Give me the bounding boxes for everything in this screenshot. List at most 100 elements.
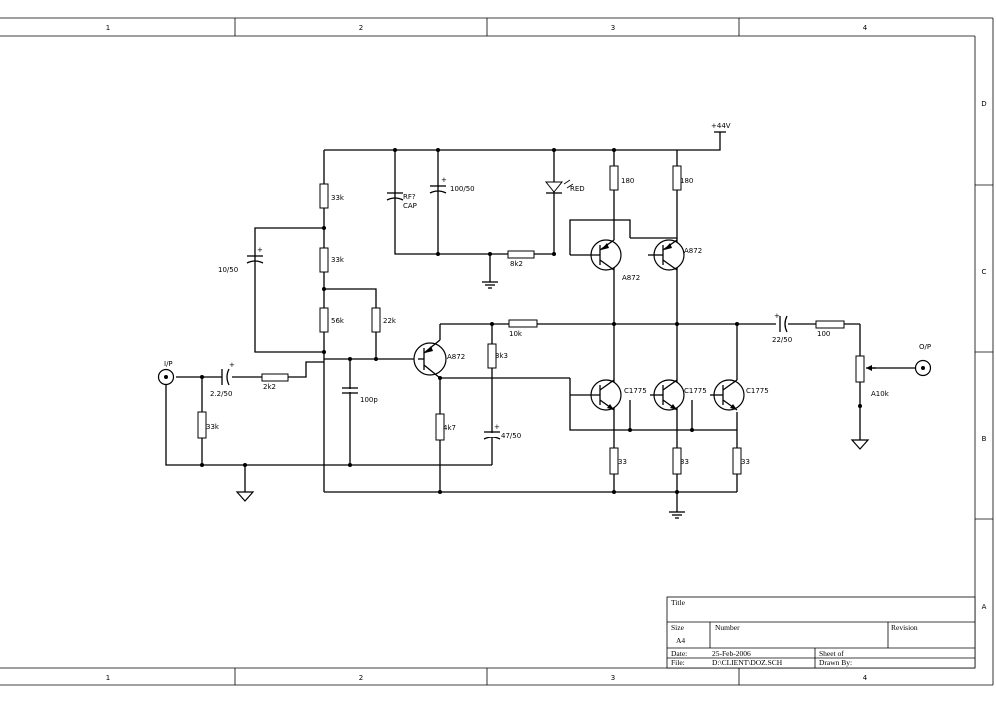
capacitor-10-50: + 10/50 xyxy=(218,246,264,274)
label-2k2: 2k2 xyxy=(263,383,276,391)
label-33k-top: 33k xyxy=(331,194,345,202)
revision-label: Revision xyxy=(891,623,918,632)
size-value: A4 xyxy=(676,636,685,645)
zone-row-b: B xyxy=(982,435,987,443)
sheet-frame xyxy=(0,17,994,686)
resistor-4k7: 4k7 xyxy=(435,413,456,441)
capacitor-2-2-50: + 2.2/50 xyxy=(210,361,235,398)
zone-row-c: C xyxy=(982,268,987,276)
resistor-33-1: 33 xyxy=(609,447,627,475)
polarity-2-2-50: + xyxy=(229,361,235,369)
size-label: Size xyxy=(671,623,685,632)
zone-col-1-bottom: 1 xyxy=(106,674,110,682)
zone-col-4-top: 4 xyxy=(863,24,868,32)
zone-col-1-top: 1 xyxy=(106,24,110,32)
resistor-3k3: 3k3 xyxy=(487,343,508,369)
label-4k7: 4k7 xyxy=(443,424,456,432)
resistor-33-3: 33 xyxy=(732,447,750,475)
label-22k: 22k xyxy=(383,317,397,325)
potentiometer-a10k: A10k xyxy=(855,355,890,398)
label-c1775-3: C1775 xyxy=(746,387,769,395)
label-33k-mid: 33k xyxy=(331,256,345,264)
label-100: 100 xyxy=(817,330,830,338)
sheet-label: Sheet of xyxy=(819,649,844,658)
date-value: 25-Feb-2006 xyxy=(712,649,751,658)
transistor-c1775-1: C1775 xyxy=(570,379,647,411)
label-supply: +44V xyxy=(711,122,731,130)
zone-col-3-bottom: 3 xyxy=(611,674,615,682)
label-c1775-1: C1775 xyxy=(624,387,647,395)
junction-dots xyxy=(200,148,862,494)
polarity-100-50: + xyxy=(441,176,447,184)
transistor-a872-right: A872 xyxy=(648,239,702,271)
ground-symbol-top xyxy=(482,281,498,289)
label-56k: 56k xyxy=(331,317,345,325)
file-label: File: xyxy=(671,658,685,667)
zone-col-2-bottom: 2 xyxy=(359,674,363,682)
label-a872-left: A872 xyxy=(622,274,640,282)
resistor-180-left: 180 xyxy=(609,165,634,191)
label-a10k: A10k xyxy=(871,390,890,398)
wires xyxy=(165,132,915,512)
transistor-c1775-2: C1775 xyxy=(650,379,707,411)
label-rf-cap-1: RF? xyxy=(403,193,416,201)
label-100-50: 100/50 xyxy=(450,185,475,193)
label-47-50: 47/50 xyxy=(501,432,521,440)
zone-col-4-bottom: 4 xyxy=(863,674,868,682)
file-value: D:\CLIENT\DOZ.SCH xyxy=(712,658,783,667)
ground-symbol-input xyxy=(235,491,255,502)
capacitor-100p: 100p xyxy=(342,387,378,404)
label-3k3: 3k3 xyxy=(495,352,508,360)
zone-col-2-top: 2 xyxy=(359,24,363,32)
label-10k: 10k xyxy=(509,330,523,338)
resistor-2k2: 2k2 xyxy=(261,373,289,391)
label-c1775-2: C1775 xyxy=(684,387,707,395)
label-180-right: 180 xyxy=(680,177,693,185)
zone-row-a: A xyxy=(982,603,987,611)
label-33k-input: 33k xyxy=(206,423,220,431)
label-33-3: 33 xyxy=(741,458,750,466)
zone-labels: 1 2 3 4 1 2 3 4 D C B A xyxy=(106,24,987,682)
input-connector: I/P xyxy=(157,360,175,386)
title-block: Title Size A4 Number Revision Date: 25-F… xyxy=(666,596,976,669)
ground-symbol-output-stage xyxy=(669,511,685,519)
resistor-180-right: 180 xyxy=(672,165,693,191)
label-10-50: 10/50 xyxy=(218,266,238,274)
transistor-a872-driver: A872 xyxy=(413,339,465,379)
ground-symbol-output xyxy=(850,439,870,450)
label-22-50: 22/50 xyxy=(772,336,792,344)
capacitor-22-50: + 22/50 xyxy=(772,312,792,344)
label-rf-cap-2: CAP xyxy=(403,202,417,210)
resistor-100: 100 xyxy=(815,320,845,338)
resistor-8k2: 8k2 xyxy=(507,250,535,268)
number-label: Number xyxy=(715,623,740,632)
capacitor-47-50: + 47/50 xyxy=(483,423,521,440)
polarity-10-50: + xyxy=(257,246,263,254)
title-label: Title xyxy=(671,598,686,607)
label-8k2: 8k2 xyxy=(510,260,523,268)
drawn-by-label: Drawn By: xyxy=(819,658,852,667)
resistor-22k: 22k xyxy=(371,307,397,333)
label-a872-driver: A872 xyxy=(447,353,465,361)
resistor-33-2: 33 xyxy=(672,447,689,475)
resistor-33k-input: 33k xyxy=(197,411,220,439)
zone-row-d: D xyxy=(981,100,986,108)
label-led-red: RED xyxy=(570,185,585,193)
label-input: I/P xyxy=(164,360,173,368)
label-output: O/P xyxy=(919,343,931,351)
label-33-1: 33 xyxy=(618,458,627,466)
label-2-2-50: 2.2/50 xyxy=(210,390,232,398)
label-a872-right: A872 xyxy=(684,247,702,255)
capacitor-rf-cap: RF? CAP xyxy=(386,192,417,210)
supply-44v: +44V xyxy=(711,122,731,133)
transistor-a872-left: A872 xyxy=(570,239,640,282)
resistor-33k-mid: 33k xyxy=(319,247,345,273)
polarity-22-50: + xyxy=(774,312,780,320)
polarity-47-50: + xyxy=(494,423,500,431)
transistor-c1775-3: C1775 xyxy=(710,379,769,411)
zone-col-3-top: 3 xyxy=(611,24,615,32)
label-180-left: 180 xyxy=(621,177,634,185)
capacitor-100-50: + 100/50 xyxy=(429,176,475,194)
resistor-10k: 10k xyxy=(508,319,538,338)
